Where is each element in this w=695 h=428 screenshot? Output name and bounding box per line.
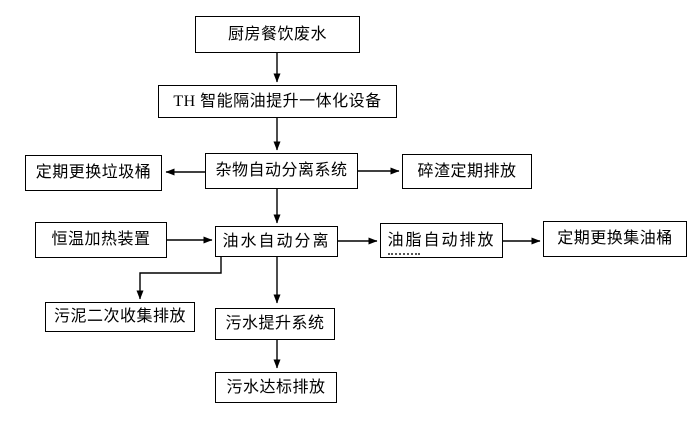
- node-residue-discharge: 碎渣定期排放: [402, 154, 532, 189]
- node-grease-discharge: 油脂自动排放: [380, 223, 503, 258]
- emphasis-dots: [388, 247, 420, 255]
- node-debris-separation: 杂物自动分离系统: [205, 153, 358, 189]
- node-compliant-discharge: 污水达标排放: [215, 372, 337, 403]
- node-sewage-lift-system: 污水提升系统: [215, 308, 335, 340]
- node-oil-water-separation: 油水自动分离: [215, 226, 338, 257]
- node-heating-device: 恒温加热装置: [35, 222, 167, 258]
- arrow-oilwater-to-sludge: [136, 257, 222, 300]
- node-replace-oil-barrel: 定期更换集油桶: [543, 221, 687, 257]
- node-sludge-collection: 污泥二次收集排放: [45, 302, 195, 332]
- node-th-integrated-device: TH 智能隔油提升一体化设备: [158, 85, 397, 118]
- node-replace-trash-bin: 定期更换垃圾桶: [25, 155, 162, 191]
- node-kitchen-wastewater: 厨房餐饮废水: [195, 16, 360, 53]
